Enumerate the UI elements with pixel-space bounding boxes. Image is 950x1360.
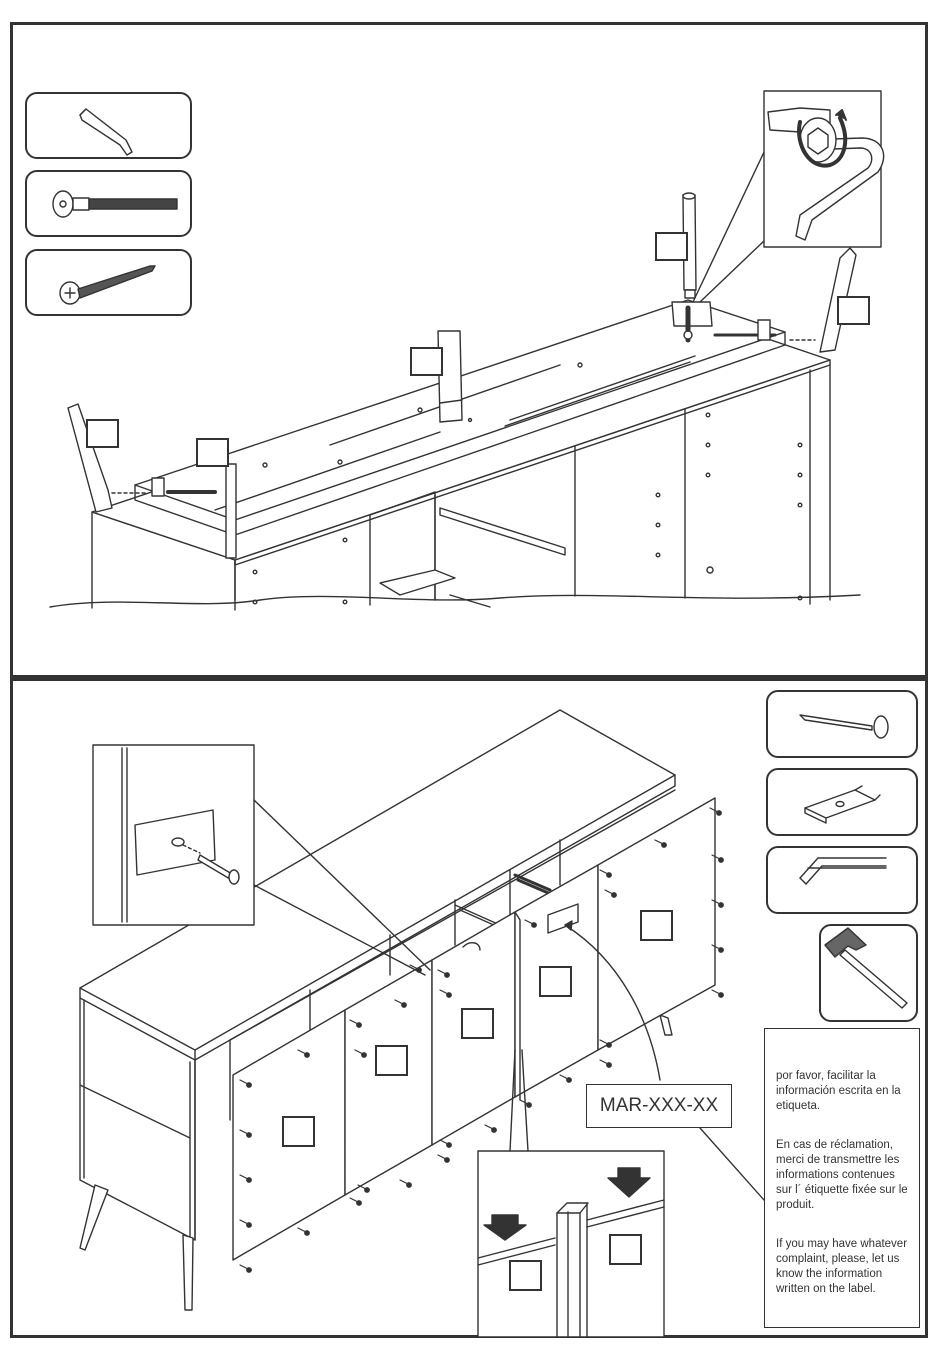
connector-bolt-icon [53,191,177,217]
part-label-box [509,1260,542,1291]
hammer-icon [825,928,907,1008]
part-label-box [539,966,572,997]
drawer-runner-icon [800,858,886,884]
notice-english: If you may have whatever complaint, plea… [776,1237,913,1297]
part-label-box [609,1234,642,1265]
notice-french: En cas de réclamation, merci de transmet… [776,1138,913,1213]
complaint-notice: por favor, facilitar la información escr… [764,1028,920,1328]
part-label-box [837,296,870,325]
metal-bracket-icon [805,786,880,823]
wood-screw-icon [60,266,155,304]
part-label-box [375,1045,408,1076]
part-label-box [196,438,229,467]
part-label-box [655,232,688,261]
allen-key-icon [80,109,132,155]
part-label-box [86,419,119,448]
part-label-box [282,1116,315,1147]
part-label-box [410,347,443,376]
nail-icon [800,715,888,738]
part-label-box [461,1008,494,1039]
notice-spanish: por favor, facilitar la información escr… [776,1069,913,1114]
part-label-box [640,910,673,941]
product-label-code: MAR-XXX-XX [586,1084,732,1128]
